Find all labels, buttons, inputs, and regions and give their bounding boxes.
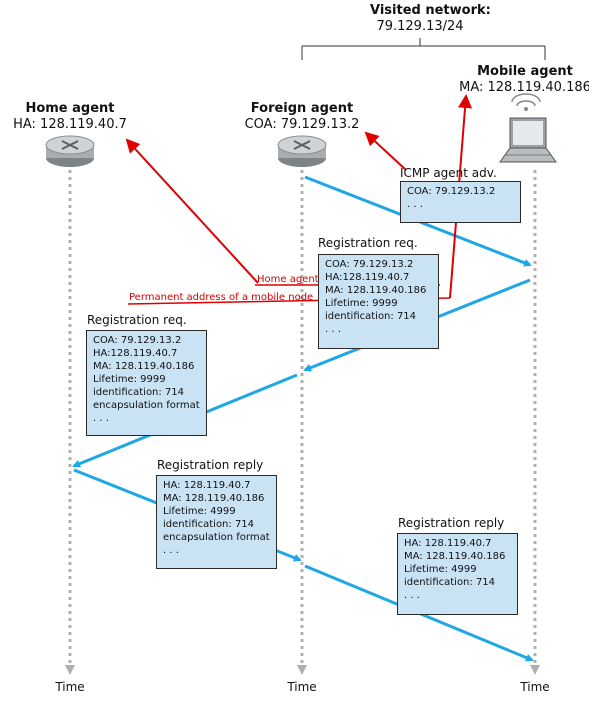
reg-req-2-title: Registration req.: [87, 313, 187, 327]
icmp-adv-box: COA: 79.129.13.2 . . .: [400, 181, 521, 223]
visited-network-subnet: 79.129.13/24: [376, 19, 464, 34]
field-line: Lifetime: 4999: [404, 564, 477, 575]
foreign-agent-address: COA: 79.129.13.2: [244, 117, 360, 132]
field-line: . . .: [407, 199, 423, 210]
field-line: COA: 79.129.13.2: [93, 335, 182, 346]
field-line: MA: 128.119.40.186: [404, 551, 506, 562]
field-line: . . .: [93, 413, 109, 424]
reg-req-1-title: Registration req.: [318, 236, 418, 250]
field-line: . . .: [325, 324, 341, 335]
field-line: encapsulation format: [163, 532, 270, 543]
field-line: COA: 79.129.13.2: [325, 259, 414, 270]
field-line: HA: 128.119.40.7: [404, 538, 492, 549]
field-line: encapsulation format: [93, 400, 200, 411]
field-line: Lifetime: 4999: [163, 506, 236, 517]
field-line: identification: 714: [325, 311, 417, 322]
reg-req-1-box: COA: 79.129.13.2 HA:128.119.40.7 MA: 128…: [318, 254, 439, 349]
mobile-agent-address: MA: 128.119.40.186: [459, 80, 589, 95]
visited-network-title: Visited network:: [370, 3, 491, 18]
field-line: MA: 128.119.40.186: [325, 285, 427, 296]
reg-reply-2-box: HA: 128.119.40.7 MA: 128.119.40.186 Life…: [397, 533, 518, 615]
field-line: . . .: [404, 590, 420, 601]
field-line: identification: 714: [404, 577, 496, 588]
annotation-foreign-agent-arrow: [364, 131, 407, 171]
foreign-agent-time-label: Time: [287, 680, 317, 694]
foreign-agent-title: Foreign agent: [250, 101, 354, 116]
mobile-agent-laptop-icon: [499, 93, 557, 163]
icmp-adv-title: ICMP agent adv.: [400, 166, 497, 180]
foreign-agent-router-icon: [277, 135, 327, 167]
field-line: HA:128.119.40.7: [325, 272, 410, 283]
visited-network-bracket: [301, 38, 546, 60]
reg-reply-1-box: HA: 128.119.40.7 MA: 128.119.40.186 Life…: [156, 475, 277, 569]
home-agent-router-icon: [45, 135, 95, 167]
reg-reply-2-title: Registration reply: [398, 516, 505, 530]
mobile-agent-time-label: Time: [520, 680, 550, 694]
reg-req-2-box: COA: 79.129.13.2 HA:128.119.40.7 MA: 128…: [86, 330, 207, 436]
field-line: Lifetime: 9999: [325, 298, 398, 309]
field-line: MA: 128.119.40.186: [93, 361, 195, 372]
annotation-home-agent-arrow: [125, 138, 259, 284]
field-line: COA: 79.129.13.2: [407, 186, 496, 197]
home-agent-address: HA: 128.119.40.7: [13, 117, 127, 132]
field-line: identification: 714: [163, 519, 255, 530]
field-line: MA: 128.119.40.186: [163, 493, 265, 504]
field-line: . . .: [163, 545, 179, 556]
home-agent-title: Home agent: [25, 101, 115, 116]
field-line: Lifetime: 9999: [93, 374, 166, 385]
home-agent-time-label: Time: [55, 680, 85, 694]
field-line: identification: 714: [93, 387, 185, 398]
mobile-agent-title: Mobile agent: [477, 64, 573, 79]
field-line: HA: 128.119.40.7: [163, 480, 251, 491]
reg-reply-1-title: Registration reply: [157, 458, 264, 472]
field-line: HA:128.119.40.7: [93, 348, 178, 359]
annotation-permanent-address-label: Permanent address of a mobile node: [129, 292, 314, 303]
annotation-home-agent-label: Home agent: [257, 274, 319, 285]
